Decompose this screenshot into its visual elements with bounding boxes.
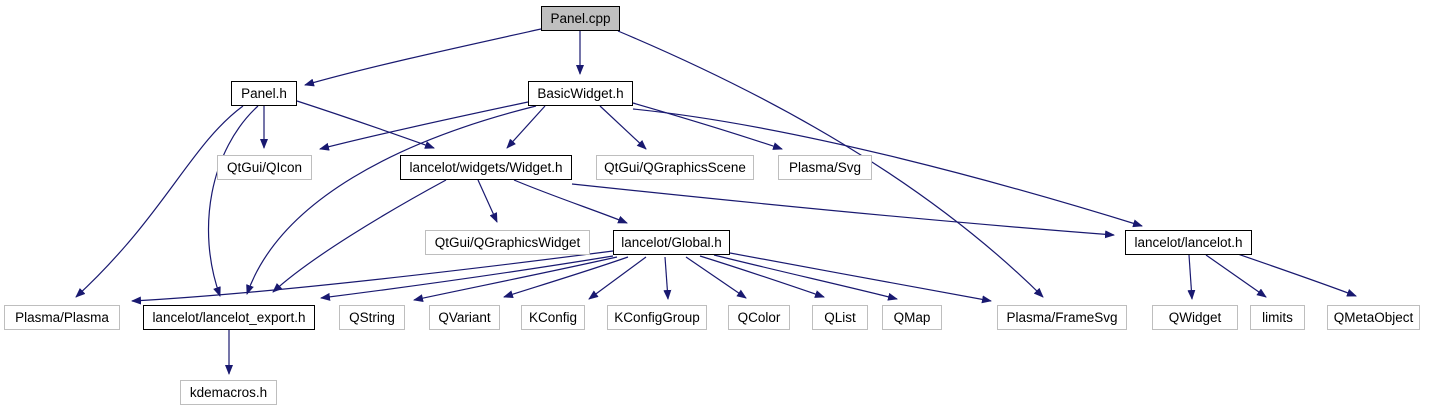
node-plasma-svg: Plasma/Svg (778, 155, 872, 180)
edge-global-h-to-qcolor (685, 256, 747, 299)
edge-global-h-to-kconfig (588, 256, 647, 300)
edge-panel-cpp-to-panel-h (304, 28, 542, 87)
edge-global-h-to-lancelot-export-h (320, 255, 614, 301)
node-qwidget: QWidget (1152, 305, 1238, 330)
node-kconfiggroup: KConfigGroup (607, 305, 707, 330)
edge-global-h-to-plasma-framesvg (729, 252, 992, 304)
node-limits: limits (1250, 305, 1305, 330)
edge-global-h-to-qstring (413, 256, 618, 303)
edge-panel-h-to-widget-h (296, 100, 435, 149)
edge-global-h-to-plasma-plasma (131, 250, 614, 305)
edge-widget-h-to-lancelot-export-h (272, 179, 447, 293)
node-qmap: QMap (882, 305, 942, 330)
node-plasma-framesvg: Plasma/FrameSvg (997, 305, 1127, 330)
edge-widget-h-to-global-h (513, 179, 628, 224)
node-panel-h[interactable]: Panel.h (231, 81, 297, 106)
node-kconfig: KConfig (521, 305, 585, 330)
node-qmetaobject: QMetaObject (1327, 305, 1420, 330)
node-qstring: QString (339, 305, 405, 330)
edge-basicwidget-h-to-lancelot-h (632, 108, 1143, 228)
edge-panel-h-to-lancelot-export-h (207, 105, 259, 297)
edge-global-h-to-qvariant (503, 256, 629, 299)
node-kdemacros-h: kdemacros.h (180, 380, 277, 405)
node-global-h[interactable]: lancelot/Global.h (613, 230, 730, 255)
node-qlist: QList (812, 305, 868, 330)
edge-basicwidget-h-to-lancelot-export-h (246, 105, 537, 295)
node-qicon: QtGui/QIcon (217, 155, 312, 180)
edge-basicwidget-h-to-qicon (319, 101, 529, 151)
node-plasma-plasma: Plasma/Plasma (4, 305, 120, 330)
edge-panel-h-to-plasma-plasma (75, 105, 244, 298)
node-qgraphicsscene: QtGui/QGraphicsScene (596, 155, 754, 180)
node-widget-h[interactable]: lancelot/widgets/Widget.h (400, 155, 572, 180)
node-lancelot-export-h[interactable]: lancelot/lancelot_export.h (143, 305, 315, 330)
edge-global-h-to-qlist (699, 255, 825, 298)
node-lancelot-h[interactable]: lancelot/lancelot.h (1125, 230, 1252, 255)
edge-panel-cpp-to-plasma-framesvg (617, 30, 1044, 298)
edge-lancelot-h-to-limits (1205, 254, 1267, 298)
edge-basicwidget-h-to-widget-h (506, 105, 546, 149)
edge-basicwidget-h-to-plasma-svg (632, 102, 783, 150)
node-qcolor: QColor (728, 305, 790, 330)
node-qgraphicswidget: QtGui/QGraphicsWidget (425, 230, 590, 255)
edge-basicwidget-h-to-qgraphicsscene (599, 105, 647, 150)
edge-lancelot-h-to-qwidget (1187, 254, 1196, 300)
edge-global-h-to-qmap (713, 254, 898, 301)
edge-lancelot-h-to-qmetaobject (1231, 251, 1357, 297)
node-panel-cpp: Panel.cpp (541, 6, 620, 31)
node-basicwidget-h[interactable]: BasicWidget.h (528, 81, 633, 106)
node-qvariant: QVariant (429, 305, 500, 330)
edge-widget-h-to-qgraphicswidget (477, 179, 498, 223)
edge-widget-h-to-lancelot-h (571, 183, 1115, 239)
edge-global-h-to-kconfiggroup (663, 256, 672, 300)
